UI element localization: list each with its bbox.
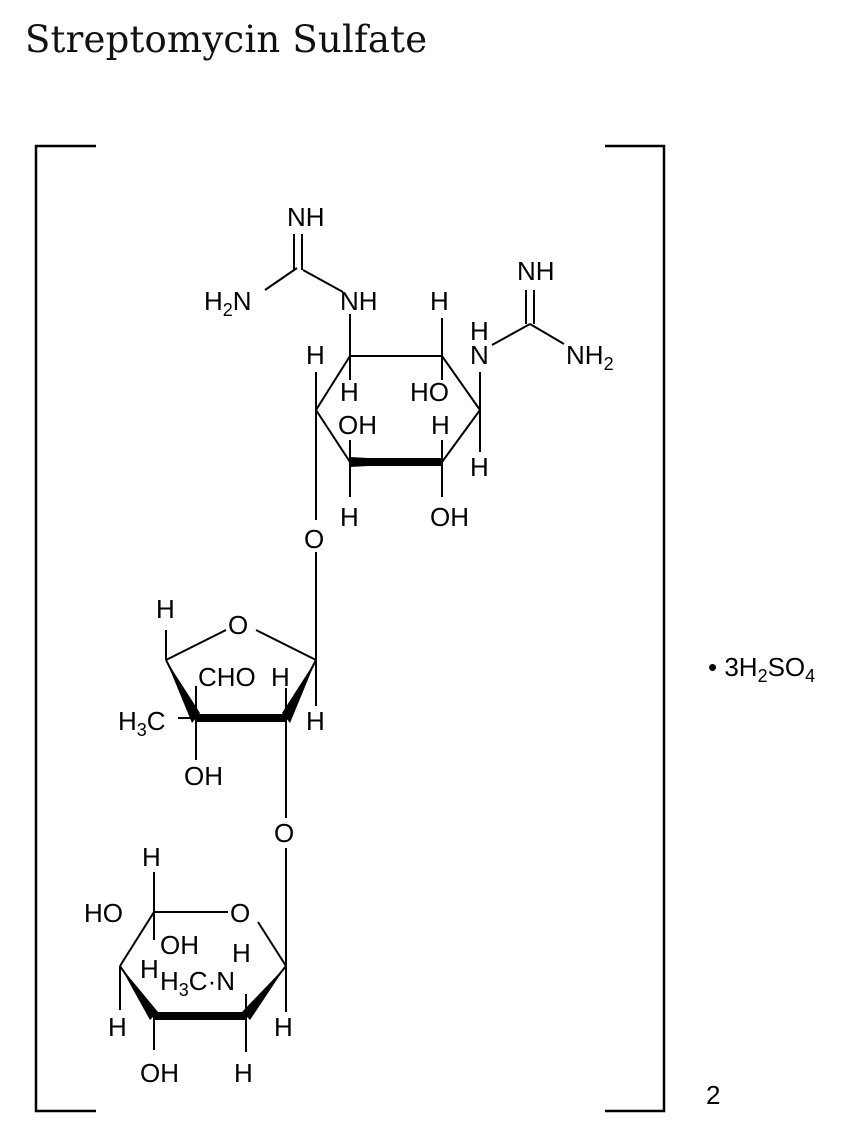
page-title: Streptomycin Sulfate: [25, 18, 428, 61]
label-oh: OH: [184, 761, 223, 791]
label-h: H: [470, 452, 489, 482]
label-ho: HO: [84, 898, 123, 928]
label-cho: CHO: [198, 662, 256, 692]
label-h2n: H2N: [204, 286, 252, 320]
left-bracket: [34, 144, 96, 1113]
label-nh-top: NH: [287, 202, 325, 232]
label-oh: OH: [140, 1058, 179, 1088]
streptidine-ring: [264, 234, 565, 520]
label-o-link2: O: [274, 818, 294, 848]
label-h: H: [140, 954, 159, 984]
label-nh-ring: NH: [340, 286, 378, 316]
label-n: N: [470, 340, 489, 370]
glucosamine-ring: [119, 848, 287, 1052]
label-o-ring2: O: [228, 610, 248, 640]
label-h: H: [470, 316, 489, 346]
label-oh: OH: [160, 930, 199, 960]
label-nh2: NH2: [566, 340, 614, 374]
label-h: H: [306, 706, 325, 736]
label-h: H: [431, 410, 450, 440]
label-h: H: [274, 1012, 293, 1042]
label-h: H: [108, 1012, 127, 1042]
label-h: H: [271, 662, 290, 692]
right-bracket: [605, 144, 666, 1113]
label-oh: OH: [338, 410, 377, 440]
label-o-link1: O: [304, 524, 324, 554]
label-ho: HO: [410, 377, 449, 407]
salt-formula: • 3H2SO4: [708, 652, 815, 686]
label-h: H: [306, 340, 325, 370]
label-h: H: [232, 938, 251, 968]
label-h: H: [430, 286, 449, 316]
label-nh-right: NH: [517, 256, 555, 286]
label-o-ring3: O: [230, 898, 250, 928]
label-h: H: [156, 594, 175, 624]
label-h3c-n: H3C·N: [160, 966, 235, 1000]
label-h: H: [234, 1058, 253, 1088]
label-h: H: [340, 502, 359, 532]
label-h3c: H3C: [118, 706, 166, 740]
label-h: H: [142, 842, 161, 872]
label-h: H: [340, 377, 359, 407]
streptose-ring: [165, 552, 317, 818]
multiplier: 2: [706, 1080, 720, 1110]
label-oh: OH: [430, 502, 469, 532]
